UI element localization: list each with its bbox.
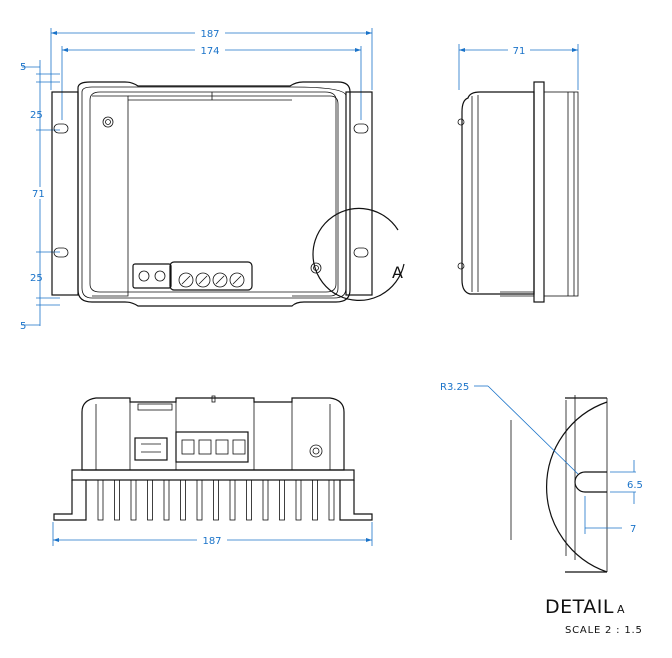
fin — [213, 479, 219, 521]
dim-bottom-width: 187 — [202, 536, 221, 547]
dim-bottom-offset: 5 — [20, 321, 26, 332]
fin — [295, 479, 302, 521]
fin — [229, 479, 236, 521]
fin — [196, 479, 203, 521]
heatsink-fins — [97, 479, 335, 521]
dim-slot-depth: 7 — [630, 524, 636, 535]
fin — [147, 479, 153, 521]
bottom-view: 187 — [52, 395, 373, 547]
side-view: 71 — [457, 44, 579, 303]
dim-overall-width: 187 — [200, 29, 219, 40]
dim-hole-vertical: 71 — [32, 189, 45, 200]
fin — [130, 479, 137, 521]
detail-title-letter: A — [616, 603, 625, 616]
fin — [163, 479, 170, 521]
dim-top-to-hole: 25 — [30, 110, 43, 121]
dim-bottom-to-hole: 25 — [30, 273, 43, 284]
dim-hole-spacing: 174 — [200, 46, 219, 57]
fin — [97, 479, 104, 521]
detail-marker: A — [392, 263, 403, 282]
fin — [328, 479, 335, 521]
dim-depth: 71 — [513, 46, 526, 57]
dim-radius: R3.25 — [440, 382, 469, 393]
fin — [312, 479, 318, 521]
detail-view: R3.25 6.5 7 — [440, 382, 643, 573]
fin — [114, 479, 120, 521]
detail-title-text: DETAIL — [545, 596, 614, 618]
dim-top-offset: 5 — [20, 62, 26, 73]
front-view: 187 174 5 25 71 25 5 — [20, 27, 405, 332]
fin — [279, 479, 285, 521]
fin — [180, 479, 186, 521]
detail-scale: SCALE 2 : 1.5 — [565, 625, 643, 636]
fin — [262, 479, 269, 521]
fin — [246, 479, 252, 521]
dim-slot-width: 6.5 — [627, 480, 643, 491]
